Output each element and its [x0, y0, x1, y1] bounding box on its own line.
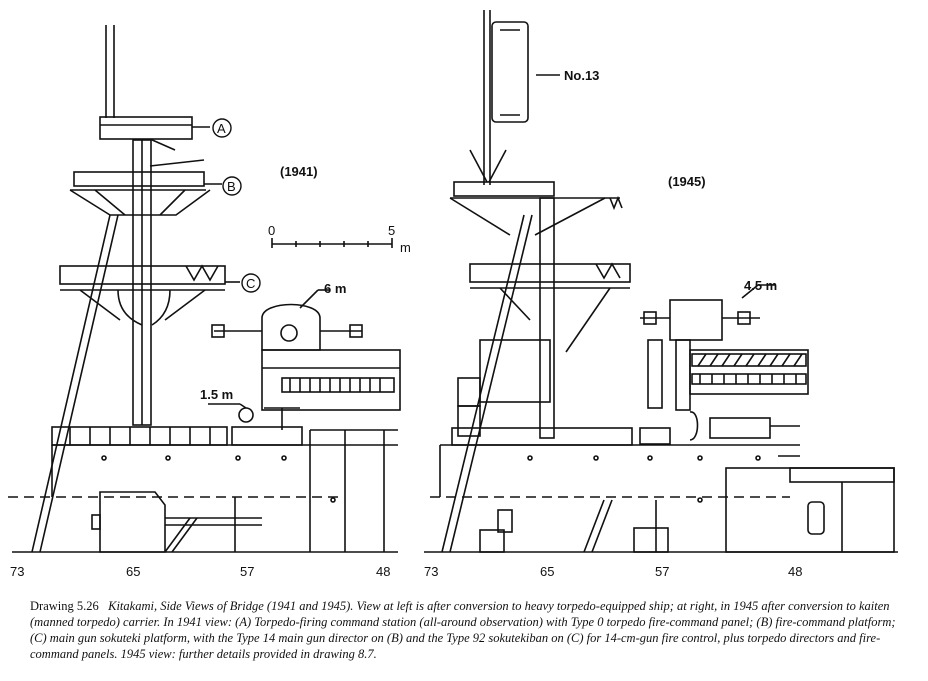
- callout-a-label: A: [217, 121, 226, 136]
- left-frame-48: 48: [376, 564, 390, 579]
- callout-c-circle: [241, 273, 261, 293]
- year-1945-label: (1945): [668, 174, 706, 189]
- callout-b-label: B: [227, 179, 236, 194]
- scale-zero-label: 0: [268, 223, 275, 238]
- rangefinder-4-5m-label: 4.5 m: [744, 278, 777, 293]
- right-frame-48: 48: [788, 564, 802, 579]
- callout-b-circle: [222, 176, 242, 196]
- right-frame-73: 73: [424, 564, 438, 579]
- bridge-side-views-drawing: A B C (1941) 0 5 m 6 m 1.5 m 73 65 57 48…: [8, 10, 898, 579]
- caption-text: View at left is after conversion to heav…: [30, 599, 896, 661]
- caption-title: Kitakami, Side Views of Bridge (1941 and…: [108, 599, 354, 613]
- year-1941-label: (1941): [280, 164, 318, 179]
- left-view-1941: [8, 25, 401, 553]
- rangefinder-6m-label: 6 m: [324, 281, 346, 296]
- callout-a-circle: [212, 118, 232, 138]
- right-frame-65: 65: [540, 564, 554, 579]
- left-frame-73: 73: [10, 564, 24, 579]
- caption-head: Drawing 5.26: [30, 599, 99, 613]
- figure-caption: Drawing 5.26 Kitakami, Side Views of Bri…: [30, 598, 910, 662]
- right-labels: No.13 (1945) 4.5 m 73 65 57 48: [424, 68, 802, 579]
- right-frame-57: 57: [655, 564, 669, 579]
- scale-five-label: 5: [388, 223, 395, 238]
- radar-no13-label: No.13: [564, 68, 599, 83]
- rangefinder-1-5m-label: 1.5 m: [200, 387, 233, 402]
- right-view-1945: [424, 10, 898, 553]
- left-frame-57: 57: [240, 564, 254, 579]
- callout-c-label: C: [246, 276, 255, 291]
- left-labels: A B C (1941) 0 5 m 6 m 1.5 m 73 65 57 48: [10, 118, 411, 579]
- scale-unit-label: m: [400, 240, 411, 255]
- left-frame-65: 65: [126, 564, 140, 579]
